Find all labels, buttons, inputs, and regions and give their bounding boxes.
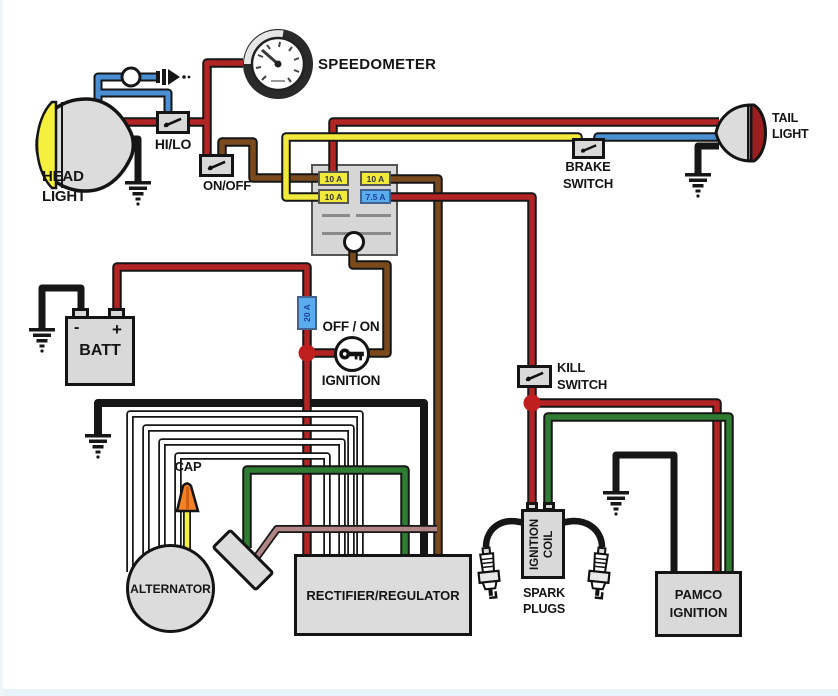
fuse-box-slot bbox=[322, 214, 350, 217]
wire-black-main bbox=[94, 399, 428, 556]
tail-light-lens bbox=[749, 103, 768, 163]
headlight-shape bbox=[35, 97, 135, 193]
spark-plugs-label: SPARK PLUGS bbox=[522, 586, 566, 617]
wire-brown-onoff-outline bbox=[217, 137, 319, 183]
page-edge-bottom bbox=[0, 689, 838, 696]
wire-brown-onoff bbox=[219, 139, 319, 181]
ignition-coil-label: IGNITION COIL bbox=[529, 518, 556, 570]
ignition-coil: IGNITION COIL bbox=[521, 509, 565, 579]
wire-white-1 bbox=[128, 412, 362, 572]
kill-switch-label: KILL SWITCH bbox=[557, 360, 608, 392]
diagonal-connector bbox=[212, 529, 274, 591]
on-off-switch bbox=[199, 154, 234, 177]
junction-dot bbox=[298, 344, 316, 362]
ground-icon bbox=[29, 328, 55, 353]
wire-white-2 bbox=[144, 426, 353, 565]
fuse-7-5a: 7.5 A bbox=[360, 189, 391, 204]
key-icon bbox=[339, 348, 364, 361]
fuse-10a-2: 10 A bbox=[360, 171, 391, 186]
speedometer-needle bbox=[261, 48, 279, 66]
switch-lever-icon bbox=[207, 160, 226, 171]
hi-lo-switch bbox=[156, 111, 190, 134]
speedometer-gauge bbox=[243, 29, 313, 99]
pamco-label: PAMCO IGNITION bbox=[669, 587, 728, 620]
tail-light-shape bbox=[714, 103, 768, 163]
wire-black-tail-ground bbox=[694, 142, 719, 173]
wire-green-coil-outline bbox=[543, 412, 734, 577]
wire-mauve bbox=[254, 526, 437, 560]
fuse-10a-1: 10 A bbox=[318, 171, 349, 186]
off-on-label: OFF / ON bbox=[322, 319, 380, 334]
battery-minus-sign: - bbox=[74, 319, 80, 336]
fuse-box-slot bbox=[356, 232, 391, 235]
wire-black-pamco-ground bbox=[612, 451, 678, 577]
ground-icon bbox=[603, 491, 629, 516]
page-edge-left bbox=[0, 0, 3, 696]
battery-label: BATT bbox=[79, 342, 121, 359]
indicator-bulb-icon bbox=[120, 66, 142, 88]
wire-white-3 bbox=[160, 440, 344, 560]
connector-plug-icon bbox=[156, 69, 191, 85]
ground-icon bbox=[125, 181, 151, 206]
switch-lever-icon bbox=[163, 117, 182, 128]
inline-fuse-20a: 20 A bbox=[297, 296, 317, 330]
wire-brown-ignition bbox=[350, 251, 390, 356]
wire-red-fuse-tail bbox=[330, 119, 719, 174]
switch-lever-icon bbox=[525, 371, 544, 382]
fuse-10a-3: 10 A bbox=[318, 189, 349, 204]
wire-green-connector bbox=[244, 467, 408, 556]
wire-green-coil bbox=[545, 414, 732, 577]
ignition-label: IGNITION bbox=[321, 373, 381, 388]
battery: BATT bbox=[65, 316, 135, 386]
alternator: ALTERNATOR bbox=[126, 544, 215, 633]
headlight-lens bbox=[35, 100, 58, 190]
alternator-label: ALTERNATOR bbox=[130, 581, 211, 596]
brake-switch-label: BRAKE SWITCH bbox=[562, 159, 614, 191]
fuse-box-slot bbox=[356, 214, 391, 217]
ground-icon bbox=[85, 434, 111, 459]
spark-plug-left bbox=[477, 546, 501, 600]
ground-icon bbox=[685, 173, 711, 198]
junction-dot bbox=[523, 394, 541, 412]
fuse-box-slot bbox=[322, 232, 350, 235]
spark-plug-lead-right bbox=[561, 518, 606, 548]
spark-plug-lead-left bbox=[482, 518, 525, 548]
headlight-label: HEAD LIGHT bbox=[42, 168, 86, 205]
tail-light-label: TAIL LIGHT bbox=[772, 111, 809, 142]
spark-plug-right bbox=[587, 546, 611, 600]
hi-lo-label: HI/LO bbox=[154, 136, 192, 152]
wire-brown-fuse-rectifier bbox=[389, 176, 441, 556]
speedometer-label: SPEEDOMETER bbox=[318, 56, 437, 73]
battery-plus-sign: + bbox=[112, 320, 122, 339]
rectifier-label: RECTIFIER/REGULATOR bbox=[306, 587, 460, 603]
wire-red-fuse-tail-outline bbox=[328, 117, 719, 174]
pamco-ignition: PAMCO IGNITION bbox=[655, 571, 742, 637]
ignition-switch bbox=[334, 336, 370, 372]
rectifier-regulator: RECTIFIER/REGULATOR bbox=[294, 554, 472, 636]
switch-lever-icon bbox=[580, 144, 597, 153]
ground-symbols bbox=[29, 173, 711, 516]
wire-black-battery-ground bbox=[38, 284, 85, 328]
cap-label: CAP bbox=[174, 459, 202, 474]
fuse-box-port bbox=[343, 231, 365, 253]
brake-switch bbox=[572, 138, 605, 159]
cap-connector-icon bbox=[175, 482, 200, 513]
kill-switch bbox=[517, 365, 552, 388]
on-off-label: ON/OFF bbox=[203, 178, 251, 193]
wire-brown-fuse-rectifier-outline bbox=[389, 174, 443, 556]
